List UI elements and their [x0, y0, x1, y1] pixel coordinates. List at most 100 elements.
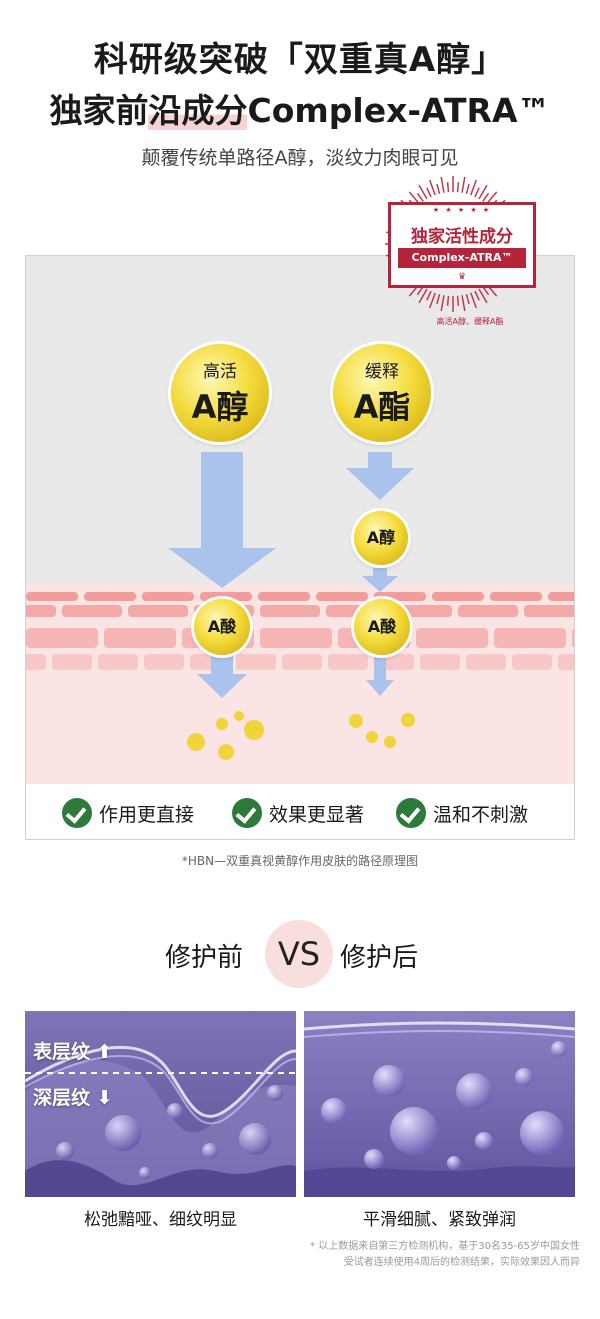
benefit-bar-background: [26, 784, 574, 839]
diagram-caption: *HBN—双重真视黄醇作用皮肤的路径原理图: [181, 854, 419, 868]
check-icon: [396, 798, 426, 828]
stamp-ray: [426, 187, 432, 198]
headline-line1: 科研级突破「双重真A醇」: [93, 40, 507, 80]
skin-cell: [316, 592, 368, 601]
skin-cell: [328, 654, 368, 670]
benefit-label: 效果更显著: [269, 803, 365, 826]
skin-cell: [490, 592, 542, 601]
skin-cell: [98, 654, 138, 670]
benefit-label: 温和不刺激: [433, 803, 529, 826]
droplet: [234, 711, 244, 721]
stamp-ray: [474, 290, 480, 301]
coin-retinol-mid: A醇: [354, 511, 408, 565]
stamp-ray: [456, 295, 460, 306]
skin-cell: [26, 628, 98, 648]
skin-layers-graphic: [26, 256, 574, 839]
coin-label-main: A醇: [191, 388, 249, 426]
skin-cell: [416, 628, 488, 648]
after-skin-illustration: [304, 1011, 575, 1197]
stamp-ray: [436, 294, 441, 305]
stamp-ray: [465, 183, 470, 194]
coin-retinyl-ester: 缓释 A酯: [333, 344, 431, 442]
coin-active-retinol: 高活 A醇: [171, 344, 269, 442]
surface-wrinkle-label: 表层纹: [33, 1041, 91, 1063]
droplet: [384, 736, 396, 748]
skin-cell: [26, 654, 46, 670]
stamp-ray: [436, 183, 441, 194]
skin-cell: [128, 605, 188, 617]
skin-cell: [26, 605, 56, 617]
stamp-ray: [461, 295, 466, 312]
skin-cell: [236, 654, 276, 670]
crown-icon: ♛: [457, 272, 467, 282]
droplet: [218, 744, 234, 760]
skin-cell: [144, 654, 184, 670]
skin-cell: [260, 628, 332, 648]
skin-cell: [282, 654, 322, 670]
check-icon: [62, 798, 92, 828]
deep-wrinkle-tag: 深层纹 ⬇: [33, 1083, 113, 1110]
stamp-ray: [416, 192, 424, 202]
skin-cell: [524, 605, 574, 617]
skin-cell: [458, 605, 518, 617]
skin-cell: [558, 654, 574, 670]
arrow-up-icon: ⬆: [96, 1041, 113, 1063]
after-caption: 平滑细腻、紧致弹润: [363, 1210, 516, 1230]
disclaimer-line2: 受试者连续使用4周后的检测结果，实际效果因人而异: [343, 1257, 580, 1268]
skin-cell: [26, 592, 78, 601]
headline-line2: 独家前沿成分Complex-ATRA™: [0, 84, 600, 132]
coin-label-top: 缓释: [365, 362, 399, 382]
disclaimer: * 以上数据来自第三方检测机构，基于30名35-65岁中国女性 受试者连续使用4…: [280, 1239, 580, 1271]
skin-cell: [258, 592, 310, 601]
skin-lower-layer: [26, 584, 574, 784]
stamp-ray: [465, 294, 470, 305]
droplet: [216, 718, 228, 730]
skin-cell: [200, 592, 252, 601]
coin-retinoic-acid-left: A酸: [194, 599, 250, 655]
benefit-item: 作用更直接: [62, 796, 194, 830]
skin-cell: [62, 605, 122, 617]
stamp-ray: [440, 295, 445, 312]
stamp-ray: [429, 179, 436, 196]
stamp-ray: [482, 192, 490, 202]
surface-wrinkle-tag: 表层纹 ⬆: [33, 1037, 113, 1064]
skin-penetration-diagram: 高活 A醇 缓释 A酯 A醇 A酸 A酸 作用更直接 效果更显著 温和不刺激: [25, 255, 575, 840]
skin-cell: [432, 592, 484, 601]
left-down-arrow-lower: [197, 654, 247, 698]
stamp-ray: [461, 176, 466, 193]
arrow-down-icon: ⬇: [96, 1087, 113, 1109]
upper-background: [26, 256, 574, 586]
stamp-ray: [456, 182, 460, 193]
skin-cell: [466, 654, 506, 670]
exclusive-ingredient-stamp: [388, 202, 536, 288]
skin-cell: [512, 654, 552, 670]
stamp-ray: [418, 288, 428, 304]
headline-line2-highlight: 沿成分: [148, 91, 248, 130]
deep-wrinkle-label: 深层纹: [33, 1087, 91, 1109]
stamp-ray: [440, 176, 445, 193]
right-down-arrow-top: [346, 452, 414, 500]
stamp-ray: [426, 290, 432, 301]
droplet: [349, 714, 363, 728]
skin-cell: [494, 628, 566, 648]
left-down-arrow: [168, 452, 276, 588]
subtitle: 颠覆传统单路径A醇，淡纹力肉眼可见: [141, 147, 459, 169]
stamp-product: Complex-ATRA™: [398, 248, 526, 268]
right-down-arrow-mid: [362, 568, 398, 592]
coin-label-top: 高活: [203, 362, 237, 382]
skin-cell: [260, 605, 320, 617]
stamp-ray: [474, 187, 480, 198]
droplet: [244, 720, 264, 740]
before-skin-panel: 表层纹 ⬆ 深层纹 ⬇: [25, 1011, 296, 1197]
before-caption: 松弛黯哑、细纹明显: [84, 1210, 237, 1230]
after-label: 修护后: [340, 943, 419, 973]
stamp-ray: [418, 184, 428, 200]
stamp-ray: [478, 184, 488, 200]
right-down-arrow-lower: [366, 654, 394, 696]
droplet: [187, 733, 205, 751]
stamp-ray: [470, 292, 477, 309]
skin-cell: [420, 654, 460, 670]
vs-badge: VS: [265, 920, 333, 988]
skin-cell: [52, 654, 92, 670]
coin-label-main: A酯: [353, 388, 411, 426]
